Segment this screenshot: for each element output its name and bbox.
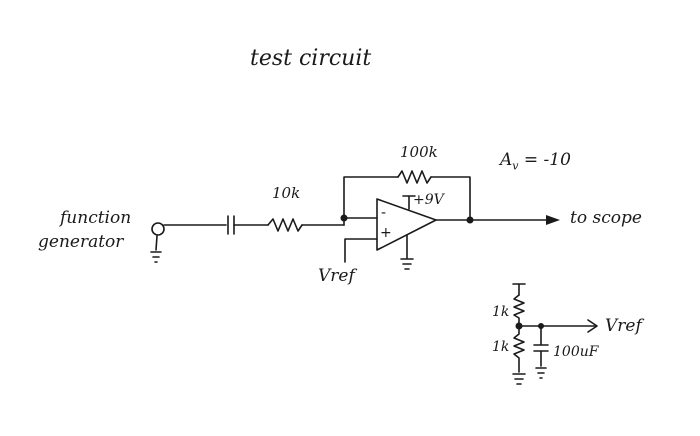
reference-arrow-icon (587, 319, 598, 333)
gain-label: Av = -10 (500, 150, 571, 173)
divider-bottom-label: 1k (492, 339, 510, 355)
reference-output-label: Vref (605, 316, 642, 336)
capacitor-ground-icon (535, 367, 547, 379)
feedback-resistor (397, 170, 432, 184)
generator-terminal (151, 222, 165, 236)
supply-label: +9V (413, 192, 444, 208)
output-arrow-icon (546, 215, 560, 225)
opamp-minus-pin: - (381, 205, 387, 221)
divider-bottom-resistor (513, 325, 525, 373)
feedback-right-wire (430, 176, 471, 219)
supply-pin (402, 195, 416, 210)
feedback-left-wire (343, 176, 399, 219)
input-capacitor (227, 215, 235, 235)
opamp-plus-pin: + (380, 225, 392, 241)
page-title: test circuit (250, 46, 372, 71)
input-resistor (267, 218, 303, 232)
opamp-ground-icon (400, 234, 414, 270)
divider-top-label: 1k (492, 304, 510, 320)
generator-ground-icon (150, 235, 162, 263)
noninverting-wire (344, 238, 378, 263)
feedback-resistor-label: 100k (400, 143, 438, 161)
divider-top-resistor (513, 294, 525, 326)
source-label-line2: generator (38, 232, 124, 252)
gain-prefix: A (500, 150, 513, 170)
source-label-line1: function (60, 208, 132, 228)
gain-subscript: v (512, 159, 519, 173)
input-resistor-label: 10k (272, 184, 301, 202)
divider-ground-icon (512, 373, 526, 385)
divider-supply-icon (512, 283, 526, 296)
inverting-wire (343, 217, 378, 226)
output-label: to scope (570, 208, 642, 228)
bypass-capacitor (533, 325, 549, 367)
gain-value: = -10 (523, 150, 571, 170)
reference-input-label: Vref (318, 266, 355, 286)
bypass-cap-label: 100uF (553, 344, 599, 360)
